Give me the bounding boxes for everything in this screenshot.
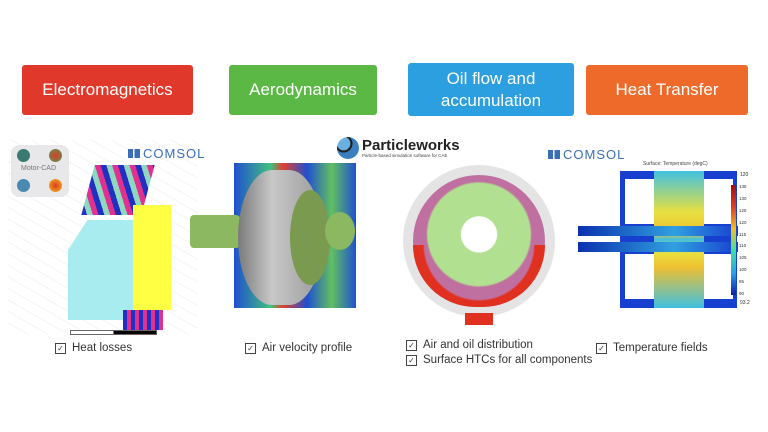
colorbar-tick: 125 bbox=[739, 207, 747, 213]
checkbox-checked-icon: ✓ bbox=[406, 339, 417, 351]
checklist-label: Heat losses bbox=[72, 342, 133, 354]
checkbox-checked-icon: ✓ bbox=[245, 342, 256, 354]
particleworks-name: Particleworks bbox=[362, 137, 460, 154]
category-oil-flow: Oil flow and accumulation bbox=[408, 63, 574, 116]
checklist-item: ✓ Temperature fields bbox=[596, 342, 708, 354]
category-electromagnetics: Electromagnetics bbox=[22, 65, 193, 115]
checklist-label: Air velocity profile bbox=[262, 342, 353, 354]
colorbar-ticks: 135 130 125 120 115 110 105 100 95 90 bbox=[739, 184, 747, 296]
colorbar-tick: 120 bbox=[739, 219, 747, 225]
category-label: Oil flow and accumulation bbox=[440, 68, 542, 110]
comsol-text: COMSOL bbox=[143, 146, 206, 161]
colorbar-tick: 90 bbox=[739, 290, 745, 296]
particleworks-icon bbox=[337, 137, 359, 159]
motorcad-logo: Motor-CAD bbox=[11, 145, 69, 197]
category-label: Electromagnetics bbox=[42, 80, 173, 99]
colorbar bbox=[731, 185, 736, 295]
checklist-item: ✓ Heat losses bbox=[55, 342, 132, 354]
checklist-label: Temperature fields bbox=[613, 342, 708, 354]
category-label: Heat Transfer bbox=[615, 80, 719, 99]
colorbar-tick: 95 bbox=[739, 279, 745, 284]
checklist-item: ✓ Air velocity profile bbox=[245, 342, 352, 354]
oil-flow-image bbox=[403, 165, 558, 325]
colorbar-min: 93.2 bbox=[740, 300, 750, 306]
colorbar-tick: 100 bbox=[739, 267, 747, 273]
checkbox-checked-icon: ✓ bbox=[406, 354, 417, 366]
comsol-logo: COMSOL bbox=[548, 147, 625, 162]
category-label: Aerodynamics bbox=[249, 80, 357, 99]
aerodynamics-image bbox=[190, 160, 365, 310]
temperature-field-image bbox=[578, 171, 738, 311]
motorcad-label: Motor-CAD bbox=[21, 165, 57, 172]
checklist-item: ✓ Surface HTCs for all components bbox=[406, 354, 592, 366]
colorbar-tick: 115 bbox=[739, 231, 747, 237]
colorbar-tick: 110 bbox=[739, 243, 747, 249]
checklist-label: Surface HTCs for all components bbox=[423, 354, 593, 366]
colorbar-tick: 105 bbox=[739, 255, 747, 261]
colorbar-tick: 130 bbox=[739, 195, 747, 201]
colorbar-tick: 135 bbox=[739, 184, 747, 189]
electromagnetics-image: Motor-CAD bbox=[8, 140, 198, 335]
checkbox-checked-icon: ✓ bbox=[55, 342, 66, 354]
colorbar-max: 120 bbox=[740, 172, 749, 178]
checklist-label: Air and oil distribution bbox=[423, 339, 533, 351]
checklist-item: ✓ Air and oil distribution bbox=[406, 339, 533, 351]
category-heat-transfer: Heat Transfer bbox=[586, 65, 748, 115]
category-aerodynamics: Aerodynamics bbox=[229, 65, 377, 115]
particleworks-logo: Particleworks Particle-based simulation … bbox=[337, 137, 460, 159]
comsol-logo: COMSOL bbox=[128, 146, 205, 161]
temperature-plot-title: Surface: Temperature (degC) bbox=[643, 161, 708, 167]
comsol-text: COMSOL bbox=[563, 147, 626, 162]
checkbox-checked-icon: ✓ bbox=[596, 342, 607, 354]
particleworks-tagline: Particle-based simulation software for C… bbox=[362, 153, 448, 158]
